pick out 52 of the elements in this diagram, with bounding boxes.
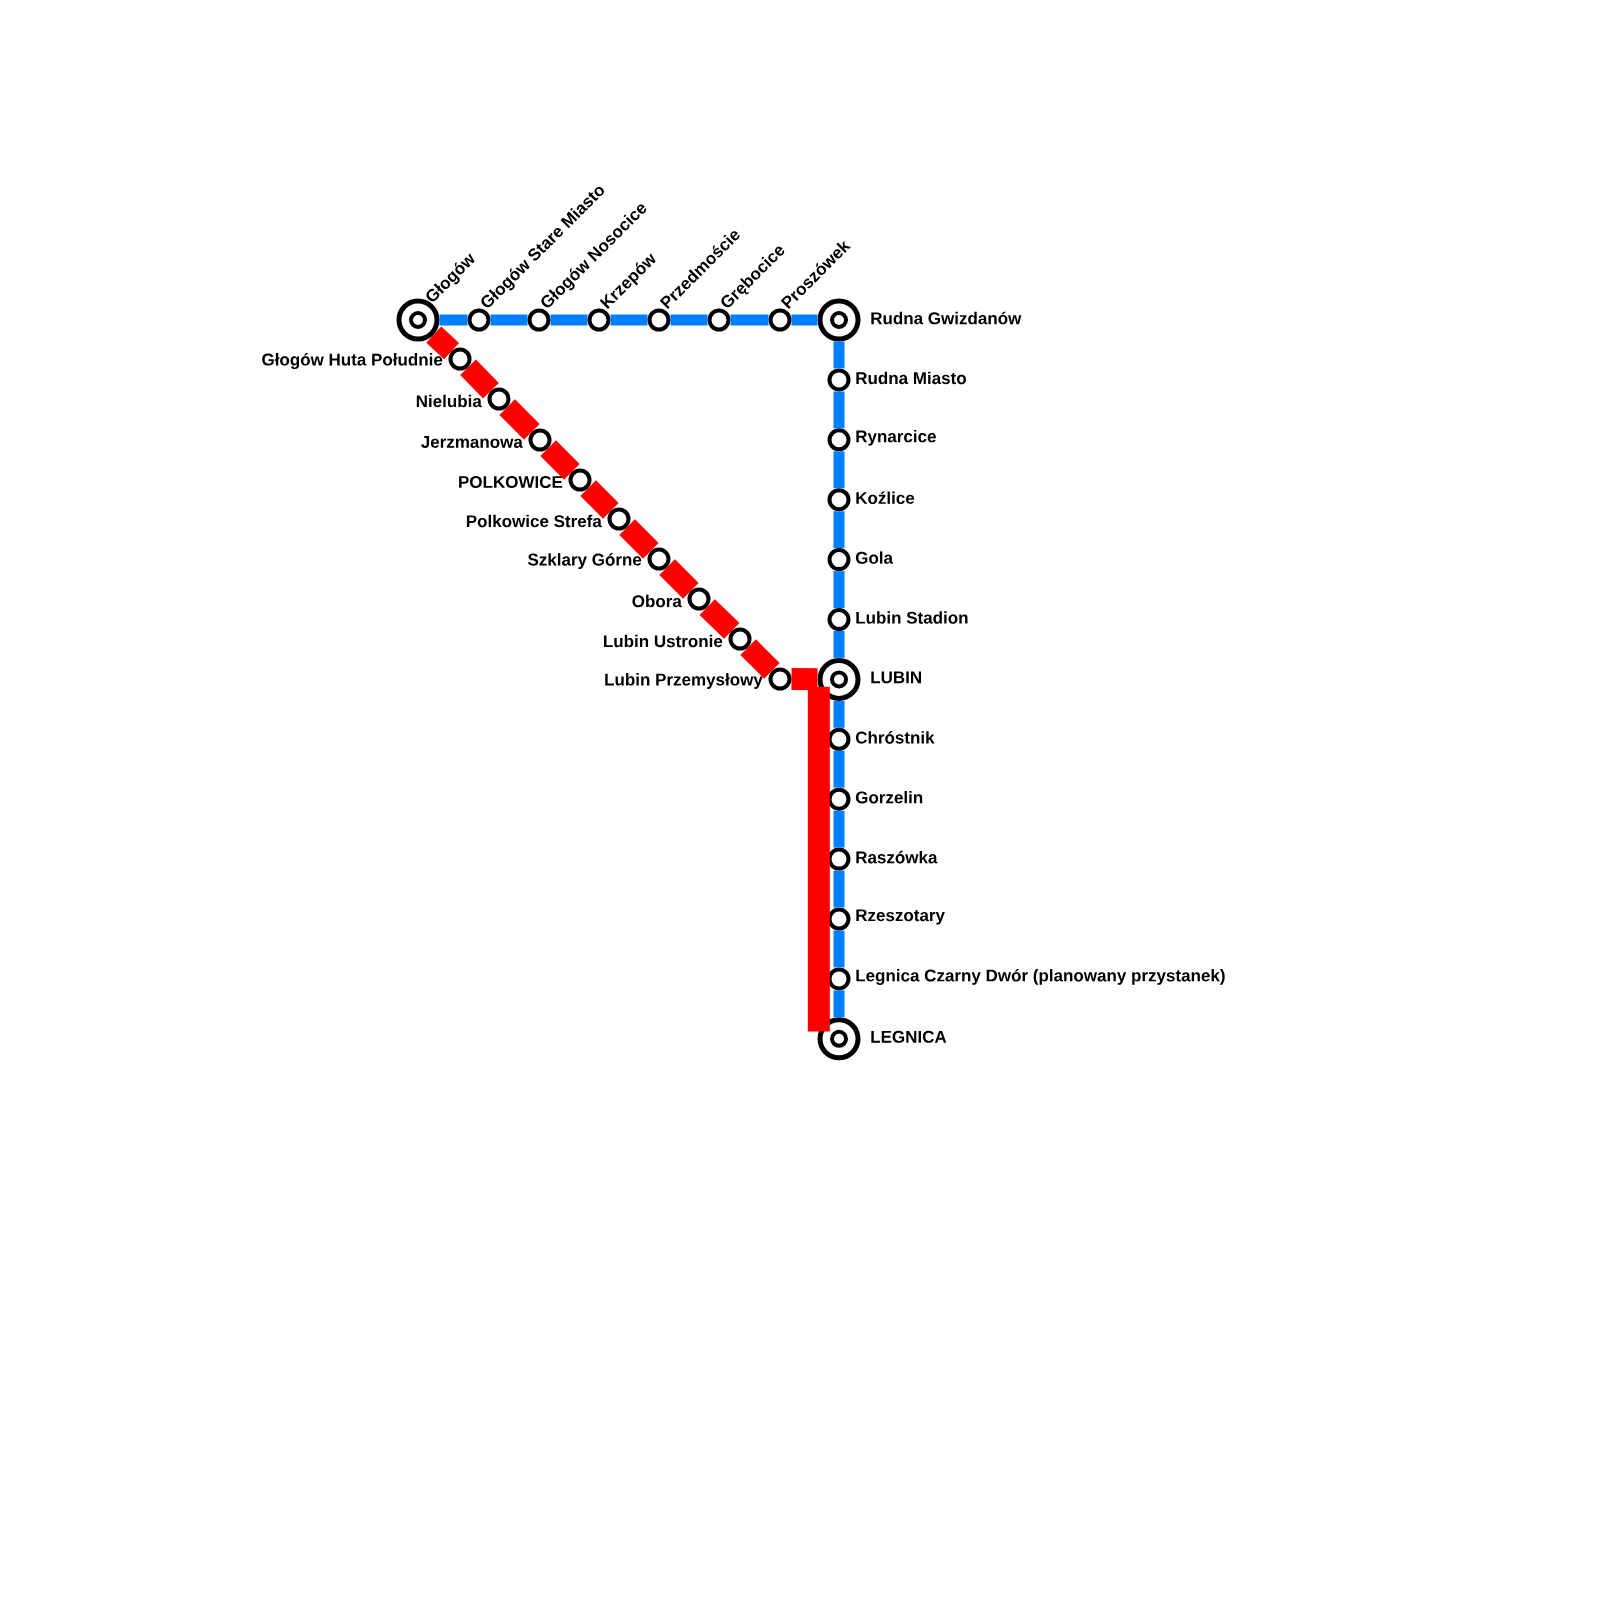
station-name: Rudna Miasto bbox=[856, 371, 966, 385]
rail-line bbox=[426, 326, 460, 360]
rail-line bbox=[550, 314, 588, 326]
rail-line bbox=[730, 314, 769, 326]
rail-line bbox=[833, 631, 845, 658]
station-name: Rynarcice bbox=[856, 429, 936, 446]
rail-line bbox=[833, 391, 845, 429]
station-name: POLKOWICE bbox=[459, 476, 563, 489]
station-name: LUBIN bbox=[871, 671, 921, 684]
rail-line bbox=[499, 399, 540, 440]
rail-line bbox=[791, 668, 818, 691]
station-name: Obora bbox=[632, 594, 682, 608]
rail-line bbox=[619, 519, 659, 559]
rail-line bbox=[610, 314, 648, 326]
rail-line bbox=[699, 599, 740, 639]
station-name: Gola bbox=[855, 551, 894, 564]
rail-line bbox=[540, 440, 580, 480]
rail-line bbox=[833, 810, 845, 848]
rail-line bbox=[490, 314, 528, 326]
rail-line bbox=[460, 359, 499, 399]
station-name: Szklary Górne bbox=[527, 553, 642, 569]
station-name: Jerzmanowa bbox=[421, 436, 523, 448]
rail-line bbox=[833, 750, 845, 788]
station-name: Legnica Czarny Dwór (planowany przystanek) bbox=[856, 968, 1225, 985]
station-name: Głogów Huta Południe bbox=[262, 352, 443, 370]
station-name: Polkowice Strefa bbox=[466, 514, 602, 528]
station-name: Lubin Przemysłowy bbox=[605, 673, 763, 689]
rail-line bbox=[833, 990, 845, 1018]
station-name: LEGNICA bbox=[871, 1030, 947, 1043]
rail-line bbox=[580, 480, 619, 519]
rail-line bbox=[659, 559, 699, 599]
station-name: Chróstnik bbox=[855, 731, 935, 744]
rail-line bbox=[791, 314, 818, 326]
station-name: Rudna Gwizdanów bbox=[871, 311, 1022, 325]
station-name: Rzeszotary bbox=[856, 909, 945, 925]
station-name: Lubin Ustronie bbox=[604, 634, 723, 648]
rail-line bbox=[439, 314, 468, 326]
rail-line bbox=[833, 451, 845, 489]
station-name: Nielubia bbox=[416, 394, 482, 408]
rail-line bbox=[833, 571, 845, 608]
rail-line bbox=[833, 870, 845, 908]
station-name: Lubin Stadion bbox=[856, 611, 968, 624]
rail-line bbox=[833, 700, 845, 728]
rail-line bbox=[807, 686, 830, 1032]
station-name: Koźlice bbox=[856, 491, 915, 505]
rail-line bbox=[833, 341, 845, 369]
rail-line bbox=[833, 511, 845, 549]
rail-line bbox=[833, 930, 845, 968]
station-name: Gorzelin bbox=[855, 790, 923, 804]
station-name: Raszówka bbox=[856, 850, 938, 864]
rail-line bbox=[740, 639, 780, 679]
rail-line bbox=[670, 314, 708, 326]
